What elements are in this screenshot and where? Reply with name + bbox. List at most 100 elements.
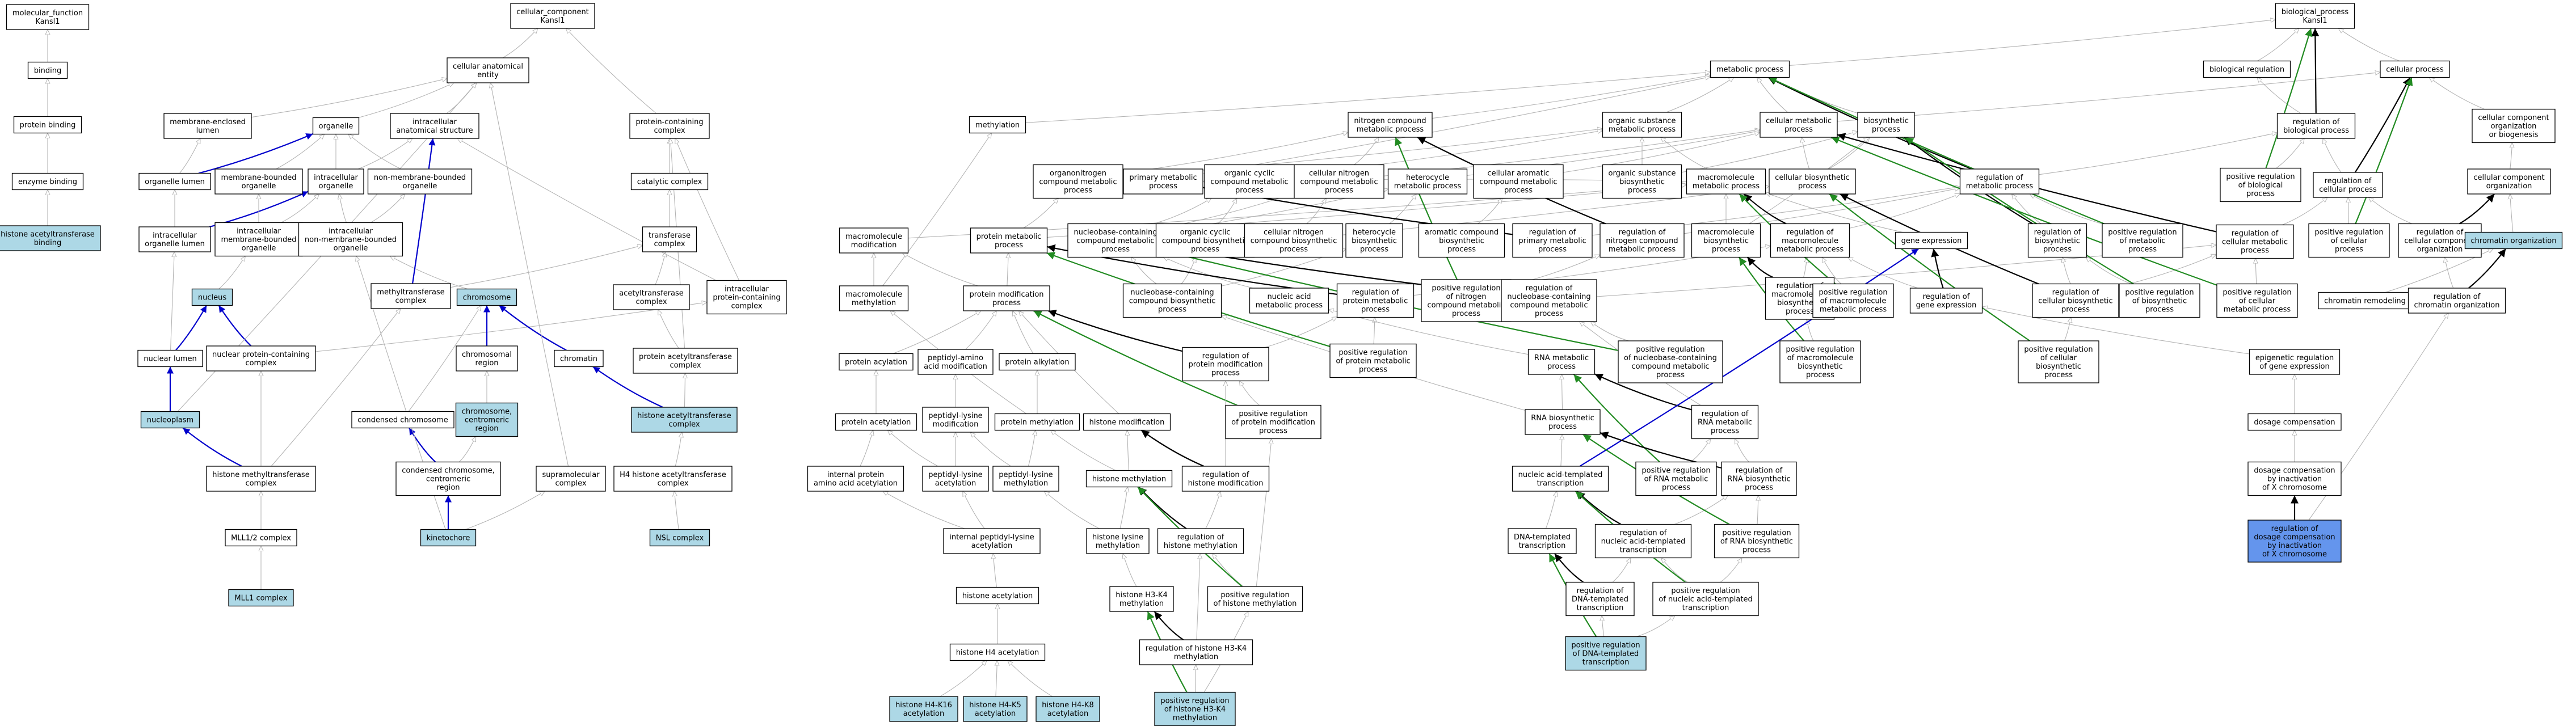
term-node-protmethyl[interactable]: protein methylation [994, 413, 1080, 431]
term-node-protbind[interactable]: protein binding [13, 116, 82, 134]
term-node-h4acet[interactable]: histone H4 acetylation [949, 643, 1046, 661]
term-node-organelle[interactable]: organelle [312, 117, 360, 135]
term-node-histmod[interactable]: histone modification [1083, 413, 1171, 431]
term-node-enzbind[interactable]: enzyme binding [11, 172, 84, 191]
term-node-dosage[interactable]: dosage compensation [2247, 413, 2342, 431]
term-node-metabolic[interactable]: metabolic process [1710, 60, 1790, 78]
term-node-chrremod[interactable]: chromatin remodeling [2318, 292, 2412, 310]
term-node-cat-complex[interactable]: catalytic complex [630, 172, 709, 191]
term-node-nuc-lumen[interactable]: nuclear lumen [137, 349, 203, 368]
term-node-protacyl[interactable]: protein acylation [839, 353, 914, 371]
term-node-protalk[interactable]: protein alkylation [999, 353, 1076, 371]
term-node-geneexp[interactable]: gene expression [1895, 231, 1968, 250]
term-node-nucleoplasm[interactable]: nucleoplasm [140, 411, 200, 429]
term-node-cellproc[interactable]: cellular process [2380, 60, 2450, 78]
term-node-mll[interactable]: MLL1/2 complex [225, 529, 297, 547]
term-node-chrorg[interactable]: chromatin organization [2464, 231, 2563, 250]
term-node-chromosome[interactable]: chromosome [456, 288, 517, 306]
term-node-binding[interactable]: binding [27, 61, 68, 79]
term-node-nsl[interactable]: NSL complex [649, 529, 710, 547]
term-node-protacet[interactable]: protein acetylation [835, 413, 917, 431]
